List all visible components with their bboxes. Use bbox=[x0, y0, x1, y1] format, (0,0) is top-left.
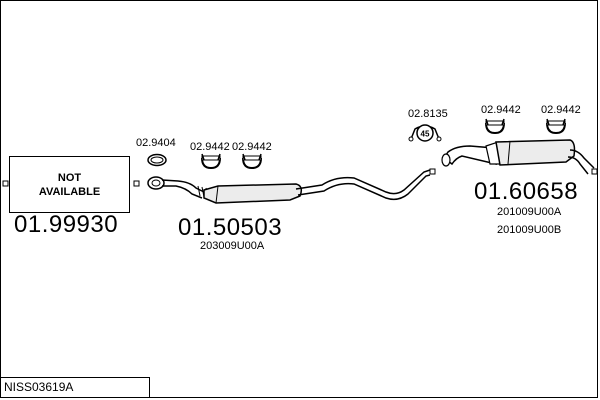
middle-oem-code: 203009U00A bbox=[200, 240, 265, 252]
u-clamp-icon-4[interactable] bbox=[546, 118, 566, 135]
not-available-line1: NOT bbox=[57, 171, 82, 184]
rear-silencer-part[interactable] bbox=[441, 139, 595, 175]
u-clamp-icon-1[interactable] bbox=[201, 153, 221, 170]
part-ref-clamp-d: 02.9442 bbox=[541, 104, 581, 116]
connector-marker-right bbox=[591, 168, 598, 175]
ring-clamp-icon[interactable] bbox=[147, 153, 167, 167]
u-clamp-icon-2[interactable] bbox=[242, 153, 262, 170]
rear-oem-code-2: 201009U00B bbox=[497, 224, 562, 236]
u-clamp-icon-3[interactable] bbox=[485, 118, 505, 135]
part-ref-clamp-c: 02.9442 bbox=[481, 104, 521, 116]
middle-section-part[interactable] bbox=[147, 169, 431, 204]
mount-badge: 45 bbox=[421, 130, 430, 139]
part-ref-ring-clamp: 02.9404 bbox=[136, 137, 176, 149]
middle-part-number: 01.50503 bbox=[178, 214, 283, 241]
model-code-box: NISS03619A bbox=[0, 377, 150, 398]
front-part-number: 01.99930 bbox=[14, 211, 119, 238]
connector-marker-mid-right bbox=[429, 168, 436, 175]
rear-oem-code-1: 201009U00A bbox=[497, 206, 562, 218]
connector-marker-mid-left bbox=[133, 180, 140, 187]
model-code: NISS03619A bbox=[4, 380, 74, 394]
rubber-mount-icon[interactable]: 45 bbox=[408, 124, 442, 142]
part-ref-mount: 02.8135 bbox=[408, 108, 448, 120]
part-ref-clamp-b: 02.9442 bbox=[232, 141, 272, 153]
not-available-box: NOT AVAILABLE bbox=[9, 156, 130, 213]
not-available-line2: AVAILABLE bbox=[38, 185, 101, 198]
connector-marker-left bbox=[2, 180, 9, 187]
rear-part-number: 01.60658 bbox=[474, 178, 579, 205]
part-ref-clamp-a: 02.9442 bbox=[190, 141, 230, 153]
